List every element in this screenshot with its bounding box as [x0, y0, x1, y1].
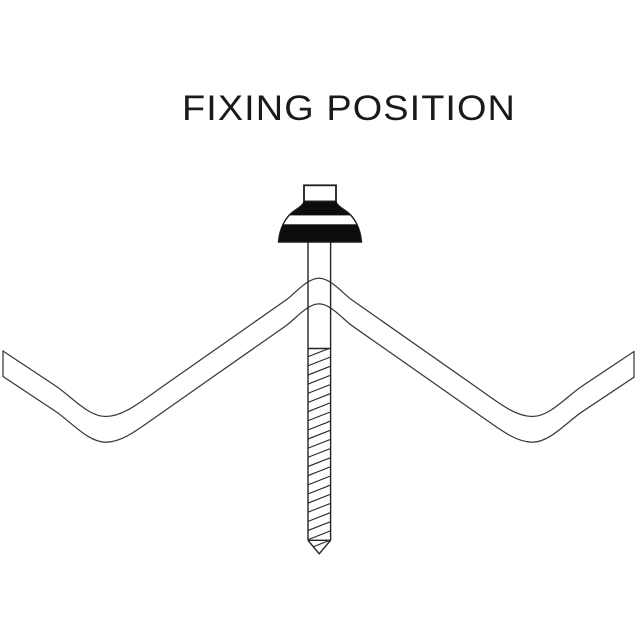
point-tip-outline: [307, 539, 332, 555]
screw-head: [277, 184, 363, 243]
thread-hatch-line: [308, 474, 331, 487]
roofing-screw: [277, 184, 363, 555]
washer-dome-outline: [277, 200, 363, 243]
thread-hatch-line: [308, 410, 331, 423]
thread-hatch-line: [308, 428, 331, 441]
thread-hatch-line: [308, 348, 331, 359]
thread-hatch-line: [308, 492, 331, 505]
thread-hatch-line: [308, 373, 331, 386]
washer-white-stripe: [278, 215, 362, 225]
thread-hatch-line: [308, 419, 331, 432]
thread-hatch-line: [308, 355, 331, 368]
thread-hatch-line: [308, 446, 331, 459]
thread-hatch-line: [308, 456, 331, 468]
corrugated-sheet: [2, 277, 635, 443]
thread-hatch-line: [308, 520, 331, 532]
thread-hatch-line: [308, 401, 331, 413]
threaded-shank: [307, 347, 332, 554]
plain-shank: [307, 241, 332, 349]
thread-hatching: [308, 348, 331, 554]
thread-hatch-line: [308, 483, 331, 496]
drill-point: [307, 539, 332, 555]
thread-hatch-line: [308, 511, 331, 523]
thread-hatch-line: [308, 437, 331, 450]
sheet-top-surface: [2, 277, 635, 418]
thread-hatch-line: [308, 465, 331, 477]
thread-hatch-line: [308, 392, 331, 404]
thread-hatch-line: [308, 529, 331, 542]
sheet-bottom-surface: [2, 303, 635, 443]
thread-hatch-line: [308, 382, 331, 395]
diagram-title: FIXING POSITION: [182, 89, 516, 128]
thread-hatch-line: [308, 364, 331, 377]
hex-head: [303, 184, 337, 203]
thread-hatch-line: [308, 501, 331, 514]
